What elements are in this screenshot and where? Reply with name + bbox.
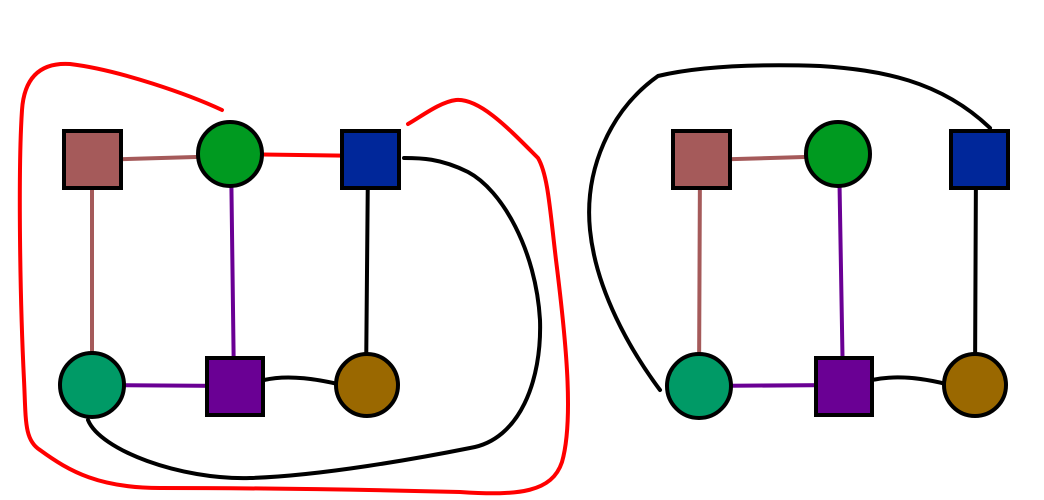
teal-circle-node [58, 351, 126, 419]
blue-square-node [949, 129, 1010, 190]
edge-purple-square-to-ochre-circle [870, 375, 948, 386]
edge-blue-square-to-ochre-circle [364, 158, 370, 386]
edge-teal-circle-to-blue-square-curved [86, 156, 543, 481]
edge-purple-square-to-ochre-circle [262, 375, 340, 386]
purple-square-node [205, 356, 265, 417]
brown-square-node [62, 129, 123, 190]
edge-teal-circle-to-blue-square-curved [587, 63, 992, 392]
left-graph [17, 61, 570, 496]
ochre-circle-node [334, 352, 400, 418]
green-circle-node [804, 120, 872, 188]
ochre-circle-node [942, 352, 1008, 418]
green-circle-node [196, 120, 264, 188]
purple-square-node [814, 356, 874, 417]
blue-square-node [340, 129, 401, 190]
teal-circle-node [665, 352, 733, 420]
brown-square-node [671, 129, 732, 190]
edge-brown-square-to-teal-circle [697, 158, 702, 388]
edge-blue-square-to-ochre-circle [973, 158, 978, 386]
edge-green-circle-to-purple-square [837, 152, 845, 388]
left-red-outline [17, 61, 570, 496]
edge-green-circle-to-purple-square [229, 152, 236, 388]
right-graph [587, 63, 1010, 420]
